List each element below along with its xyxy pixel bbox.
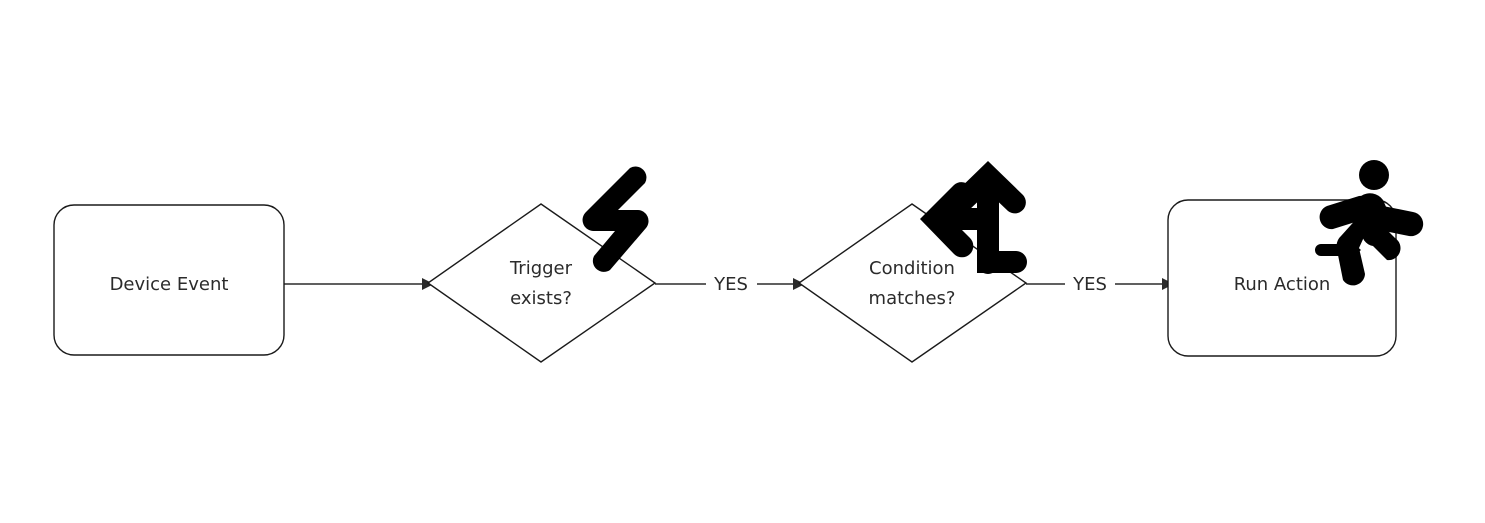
node-label-condition-line1: Condition [869, 258, 955, 279]
node-label-trigger-line2: exists? [510, 288, 572, 309]
branch-arrow-icon [920, 161, 1027, 274]
node-trigger-exists[interactable]: Trigger exists? [426, 203, 657, 363]
node-shape-rounded-rectangle[interactable] [53, 204, 285, 356]
edge-event-to-trigger [284, 278, 434, 290]
arrow-head-icon [793, 278, 805, 290]
node-label-device-event: Device Event [110, 274, 229, 295]
node-device-event[interactable]: Device Event [53, 204, 285, 356]
lightning-bolt-icon [582, 166, 649, 272]
node-label-run-action: Run Action [1234, 274, 1331, 295]
node-label-trigger-line1: Trigger [509, 258, 573, 279]
node-label-condition-line2: matches? [869, 288, 956, 309]
edge-trigger-to-condition: YES [655, 274, 805, 295]
edge-label-yes-2: YES [1072, 274, 1107, 295]
edge-condition-to-action: YES [1026, 274, 1174, 295]
arrow-head-icon [422, 278, 434, 290]
running-person-icon [1315, 160, 1424, 286]
edge-label-yes-1: YES [713, 274, 748, 295]
